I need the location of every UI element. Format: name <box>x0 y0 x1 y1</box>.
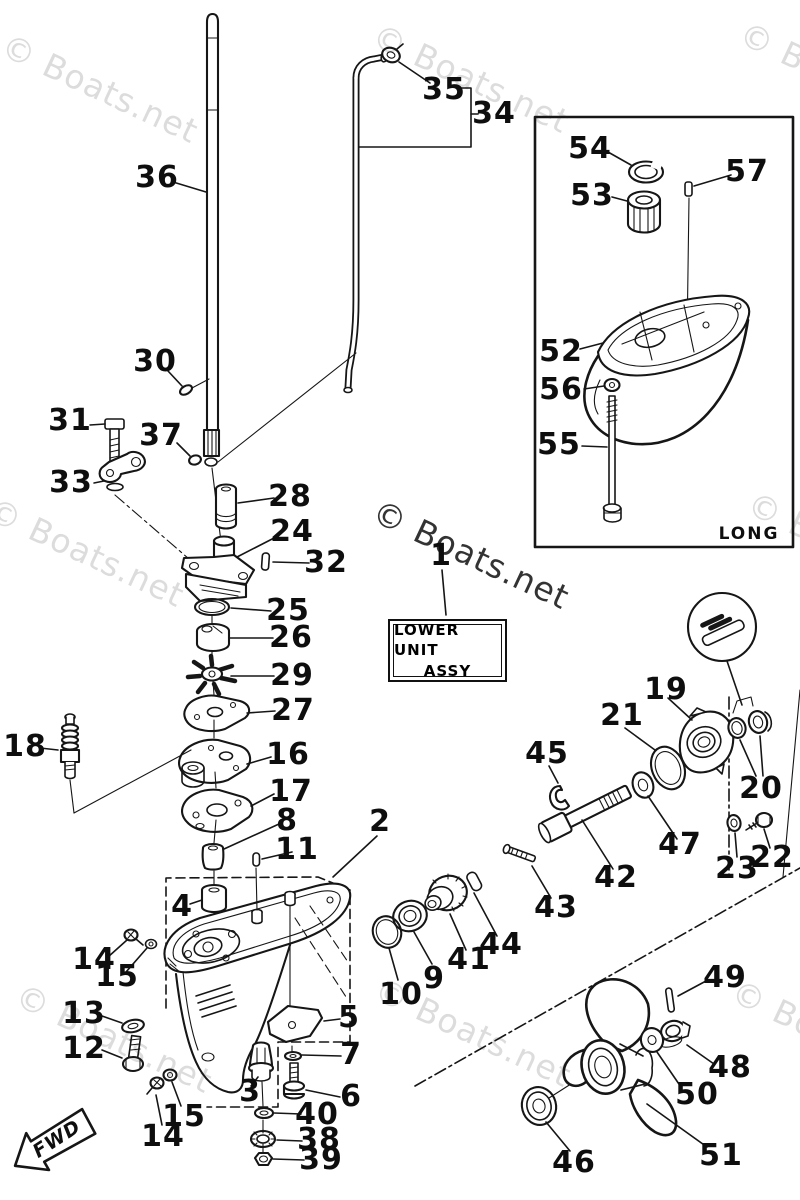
callout-31: 31 <box>48 403 92 438</box>
callout-33: 33 <box>49 465 93 500</box>
gear-housing-art <box>107 835 378 1108</box>
callout-21: 21 <box>600 698 644 733</box>
assy-box-line1: LOWER UNIT <box>394 621 460 660</box>
callout-15: 15 <box>162 1099 206 1134</box>
callout-29: 29 <box>270 658 314 693</box>
callout-53: 53 <box>570 178 614 213</box>
callout-30: 30 <box>133 344 177 379</box>
callout-14: 14 <box>72 942 116 977</box>
assy-box-line2: ASSY <box>423 661 472 680</box>
callout-7: 7 <box>340 1037 362 1072</box>
callout-55: 55 <box>537 427 581 462</box>
left-fasteners-art <box>101 1015 182 1126</box>
fwd-arrow <box>13 1107 97 1172</box>
callout-57: 57 <box>725 154 769 189</box>
callout-19: 19 <box>644 672 688 707</box>
callout-16: 16 <box>266 737 310 772</box>
callout-12: 12 <box>62 1031 106 1066</box>
callout-43: 43 <box>534 890 578 925</box>
callout-27: 27 <box>271 693 315 728</box>
callout-20: 20 <box>739 771 783 806</box>
callout-2: 2 <box>369 804 391 839</box>
callout-41: 41 <box>447 942 491 977</box>
callout-39: 39 <box>299 1142 343 1177</box>
prop-shaft-art <box>371 591 800 1087</box>
fitting-18-art <box>39 713 192 814</box>
trim-plate-art <box>266 1004 342 1100</box>
callout-8: 8 <box>276 803 298 838</box>
callout-47: 47 <box>658 827 702 862</box>
callout-37: 37 <box>139 418 183 453</box>
callout-40: 40 <box>295 1097 339 1132</box>
callout-13: 13 <box>62 996 106 1031</box>
callout-9: 9 <box>423 961 445 996</box>
callout-25: 25 <box>266 593 310 628</box>
callout-14: 14 <box>141 1119 185 1154</box>
callout-18: 18 <box>3 729 47 764</box>
callout-42: 42 <box>594 860 638 895</box>
callout-34: 34 <box>472 96 516 131</box>
callout-38: 38 <box>297 1122 341 1157</box>
callout-46: 46 <box>552 1145 596 1180</box>
callout-36: 36 <box>135 160 179 195</box>
callout-23: 23 <box>715 851 759 886</box>
callout-56: 56 <box>539 372 583 407</box>
callout-45: 45 <box>525 736 569 771</box>
propeller-art <box>520 978 715 1152</box>
water-tube-art <box>217 43 479 463</box>
callout-11: 11 <box>275 832 319 867</box>
long-variant-box-art <box>533 115 795 549</box>
callout-24: 24 <box>270 514 314 549</box>
callout-52: 52 <box>539 334 583 369</box>
callout-17: 17 <box>269 774 313 809</box>
callout-50: 50 <box>675 1077 719 1112</box>
callout-54: 54 <box>568 131 612 166</box>
callout-10: 10 <box>379 977 423 1012</box>
callout-26: 26 <box>269 620 313 655</box>
callout-28: 28 <box>268 479 312 514</box>
callout-22: 22 <box>750 840 794 875</box>
callout-4: 4 <box>171 889 193 924</box>
assy-leader <box>441 569 447 616</box>
callout-49: 49 <box>703 960 747 995</box>
callout-48: 48 <box>708 1050 752 1085</box>
callout-5: 5 <box>338 1000 360 1035</box>
callout-44: 44 <box>479 927 523 962</box>
lower-unit-assy-box: LOWER UNIT ASSY <box>388 619 507 682</box>
callout-51: 51 <box>699 1138 743 1173</box>
variant-label-long: LONG <box>718 524 780 544</box>
shift-group-art <box>89 370 212 579</box>
callout-6: 6 <box>340 1079 362 1114</box>
callout-15: 15 <box>95 959 139 994</box>
callout-1: 1 <box>430 538 452 573</box>
callout-3: 3 <box>239 1074 261 1109</box>
callout-32: 32 <box>304 545 348 580</box>
skeg-hardware-art <box>247 1041 305 1167</box>
callout-35: 35 <box>422 72 466 107</box>
pump-column-art <box>178 483 310 887</box>
